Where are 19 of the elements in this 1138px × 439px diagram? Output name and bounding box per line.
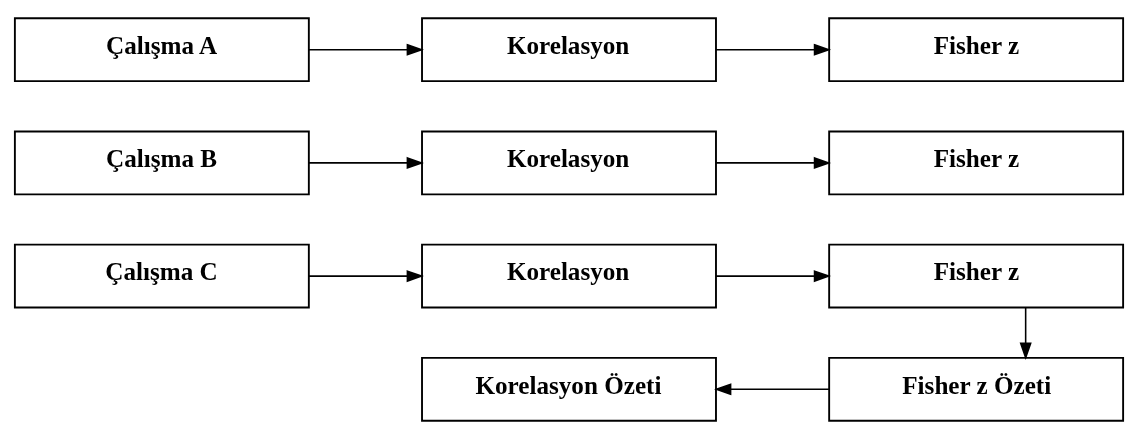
node-box: Korelasyon xyxy=(421,17,717,83)
node-box: Çalışma C xyxy=(13,243,310,309)
arrow xyxy=(308,156,424,169)
node-box: Korelasyon Özeti xyxy=(421,356,717,422)
arrow xyxy=(715,270,832,283)
node-box: Fisher z xyxy=(828,243,1125,309)
arrow xyxy=(714,383,830,396)
node-box: Korelasyon xyxy=(421,243,717,309)
arrow xyxy=(715,43,832,56)
arrow xyxy=(308,270,424,283)
node-box: Fisher z Özeti xyxy=(828,356,1125,422)
arrow xyxy=(715,156,832,169)
node-box: Korelasyon xyxy=(421,130,717,196)
node-box: Çalışma B xyxy=(13,130,310,196)
arrow xyxy=(308,43,424,56)
node-box: Fisher z xyxy=(828,130,1125,196)
node-box: Fisher z xyxy=(828,17,1125,83)
arrow xyxy=(1019,306,1032,360)
node-box: Çalışma A xyxy=(13,17,310,83)
